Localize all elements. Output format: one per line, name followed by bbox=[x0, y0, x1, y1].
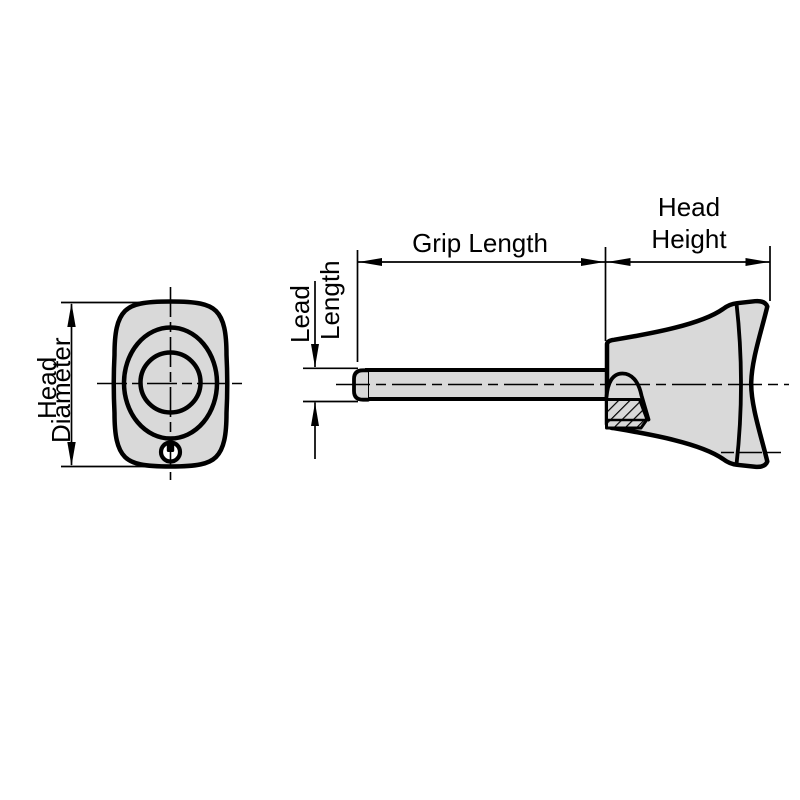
head-diameter-label-line2: Diameter bbox=[46, 337, 76, 443]
arrowhead-up-icon bbox=[311, 402, 319, 426]
arrowhead-right-icon bbox=[745, 258, 769, 266]
arrowhead-left-icon bbox=[607, 258, 631, 266]
front-view bbox=[97, 287, 244, 480]
dimension-head-height: Head Height bbox=[604, 192, 771, 341]
side-view bbox=[336, 298, 789, 470]
arrowhead-down-icon bbox=[311, 344, 319, 368]
arrowhead-left-icon bbox=[358, 258, 382, 266]
dimension-lead-length: Lead Length bbox=[285, 260, 358, 459]
arrowhead-up-icon bbox=[67, 303, 76, 327]
head-height-label-line2: Height bbox=[651, 224, 727, 254]
head-diameter-label-line1: Head bbox=[32, 357, 62, 419]
dimension-grip-length: Grip Length bbox=[356, 228, 605, 362]
collar-section-hatch bbox=[605, 398, 649, 430]
grip-length-label: Grip Length bbox=[412, 228, 548, 258]
dimension-head-diameter: Head Diameter bbox=[32, 301, 166, 468]
arrowhead-right-icon bbox=[581, 258, 605, 266]
lead-length-label-line2: Length bbox=[315, 260, 345, 340]
lead-length-label-line1: Lead bbox=[285, 285, 315, 343]
arrowhead-down-icon bbox=[67, 442, 76, 466]
head-height-label-line1: Head bbox=[658, 192, 720, 222]
